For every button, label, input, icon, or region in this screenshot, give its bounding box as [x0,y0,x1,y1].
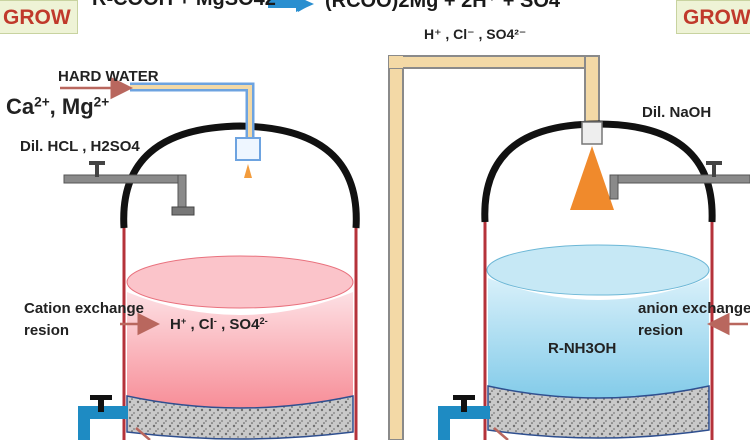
cation-tap-handle-stem [98,398,104,412]
hard-water-pipe-core [130,85,252,158]
hard-water-label: HARD WATER [58,68,159,85]
dil-acid-label: Dil. HCL , H2SO4 [20,138,140,155]
hard-water-pipe-end [235,137,261,161]
anion-tap-handle-bar [453,395,475,400]
naoh-valve-pipe [609,174,750,184]
cation-liquid-surface [126,255,354,309]
anion-spray-nozzle [570,146,614,210]
cation-tap-spout [78,406,128,419]
cation-outlet-arrow [135,427,151,440]
hydrogen-charge: + [180,316,187,326]
acid-valve-handle-top [89,161,105,165]
transfer-pipe-down [388,55,404,440]
equation-right: (RCOO)2Mg + 2H⁺ + SO4²⁻ [325,0,578,12]
grow-badge-right: GROW [676,0,750,34]
anion-gravel-bed [487,385,710,439]
cation-tap-handle-bar [90,395,112,400]
anion-resin-liquid [488,278,709,405]
naoh-valve-drop [609,174,619,200]
hardness-ions-label: Ca2+, Mg2+ [6,94,109,120]
sulfate-charge: 2- [259,316,268,326]
anion-tap-spout [438,406,490,419]
naoh-valve-handle [712,163,716,177]
anion-resin-formula: R-NH3OH [548,340,617,357]
cation-resin-liquid [127,292,353,413]
anion-tap-handle-stem [461,398,467,412]
ion-separator-2: , [216,316,230,334]
calcium-charge: 2+ [34,94,50,110]
transfer-pipe-across [388,55,590,69]
equation-arrow-head [296,0,314,12]
grow-badge-left: GROW [0,0,78,34]
anion-resin-label-1: anion exchange [638,300,750,317]
sulfate-symbol: SO4 [229,316,260,334]
hydrogen-symbol: H [170,316,181,334]
naoh-valve-handle-top [706,161,722,165]
acid-valve-foot [171,206,195,216]
anion-liquid-surface [486,244,710,296]
magnesium-charge: 2+ [93,94,110,110]
hard-water-pipe [130,82,255,158]
cation-resin-label-1: Cation exchange [24,300,145,317]
acid-valve-pipe [63,174,187,184]
cation-tap-drop [78,406,90,440]
anion-inlet-fitting [581,121,603,145]
acid-valve-handle [95,163,99,177]
chloride-symbol: Cl [198,316,214,334]
cation-gravel-bed [126,395,354,440]
chloride-charge: - [213,316,217,326]
ion-separator-1: , [186,316,199,334]
dil-naoh-label: Dil. NaOH [642,104,712,121]
calcium-symbol: Ca [6,94,35,119]
transfer-pipe-joint [389,56,403,68]
anion-outlet-arrow [493,427,509,440]
transfer-pipe-drop [584,55,600,129]
magnesium-symbol: Mg [61,94,94,119]
spray-nozzle-small [244,164,252,178]
ions-top-label: H⁺ , Cl⁻ , SO4²⁻ [424,26,527,42]
cation-resin-label-2: resion [24,322,70,339]
equation-left: R-COOH + MgSO42 [92,0,276,11]
cation-ions-label: H+ , Cl- , SO42- [170,316,268,333]
anion-tap-drop [438,406,450,440]
anion-resin-label-2: resion [638,322,684,339]
equation-arrow-body [268,0,298,8]
ion-separator: , [49,94,62,119]
